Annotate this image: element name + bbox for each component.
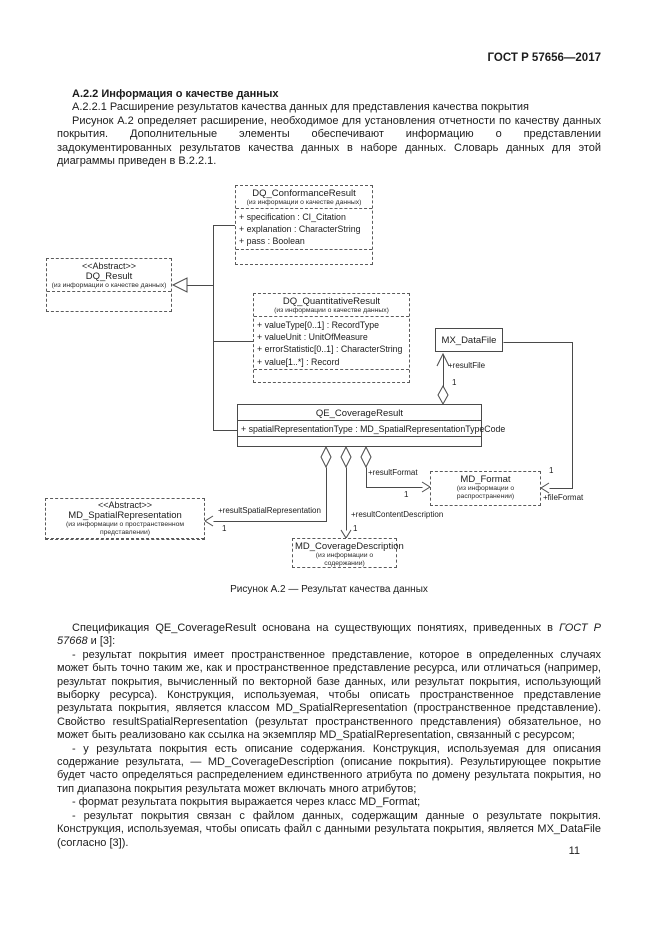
aggregation-diamond-icon: [360, 445, 372, 469]
running-header: ГОСТ Р 57656—2017: [487, 52, 601, 64]
class-attribute: + pass : Boolean: [239, 236, 305, 247]
class-origin: (из информации о качестве данных): [274, 307, 389, 314]
role-label-fileformat: +fileFormat: [543, 493, 584, 502]
class-origin: (из информации о: [456, 485, 515, 492]
class-attribute: + spatialRepresentationType : MD_Spatial…: [241, 424, 506, 434]
body-paragraph: - у результата покрытия есть описание со…: [57, 742, 601, 795]
class-origin: (из информации о содержании): [315, 552, 374, 567]
class-attribute: + errorStatistic[0..1] : CharacterString: [257, 344, 403, 355]
resultspatial-line: [213, 467, 327, 522]
class-stereotype: <<Abstract>>: [97, 500, 153, 510]
multiplicity-label: 1: [452, 378, 457, 387]
class-title: DQ_ConformanceResult: [252, 188, 356, 199]
class-title: MD_CoverageDescription: [295, 541, 404, 552]
class-origin: (из информации о качестве данных): [246, 199, 362, 206]
arrow-down-icon: [340, 529, 352, 539]
class-origin: (из информации о качестве данных): [51, 282, 167, 289]
class-title: MD_Format: [460, 474, 511, 485]
class-dq-result: <<Abstract>> DQ_Result (из информации о …: [46, 258, 172, 312]
body-paragraph: - формат результата покрытия выражается …: [72, 796, 421, 809]
class-attribute: + valueUnit : UnitOfMeasure: [257, 332, 368, 343]
multiplicity-label: 1: [404, 490, 409, 499]
class-title: DQ_Result: [85, 271, 133, 282]
fileformat-line: [503, 342, 573, 489]
class-attribute: + explanation : CharacterString: [239, 224, 361, 235]
class-title: MD_SpatialRepresentation: [68, 510, 182, 521]
multiplicity-label: 1: [353, 524, 358, 533]
arrow-up-icon: [436, 352, 450, 367]
class-attribute: + valueType[0..1] : RecordType: [257, 320, 380, 330]
class-attribute: + value[1..*] : Record: [257, 356, 340, 367]
aggregation-diamond-icon: [437, 384, 449, 406]
body-paragraph: Спецификация QE_CoverageResult основана …: [57, 622, 601, 649]
intro-section: А.2.2 Информация о качестве данных А.2.2…: [57, 88, 601, 168]
class-dq-quantitativeresult: DQ_QuantitativeResult (из информации о к…: [253, 293, 410, 383]
body-text: Спецификация QE_CoverageResult основана …: [72, 622, 560, 634]
aggregation-diamond-icon: [340, 445, 352, 469]
standard-reference: ГОСТ Р 57668: [57, 622, 601, 648]
class-title: MX_DataFile: [441, 334, 497, 346]
body-paragraph: - результат покрытия связан с файлом дан…: [57, 809, 601, 849]
class-mx-datafile: MX_DataFile: [435, 328, 503, 352]
arrow-right-icon: [421, 481, 431, 493]
arrow-left-icon: [204, 515, 214, 527]
body-text: и [3]:: [87, 635, 116, 648]
class-origin: распространении): [456, 493, 515, 500]
aggregation-diamond-icon: [320, 445, 332, 469]
arrow-left-icon: [540, 482, 550, 494]
uml-diagram-figure: DQ_ConformanceResult (из информации о ка…: [0, 180, 661, 582]
multiplicity-label: 1: [549, 466, 554, 475]
generalization-arrow-icon: [171, 277, 188, 293]
role-label-resultfile: +resultFile: [448, 361, 486, 370]
class-attribute: + specification : CI_Citation: [239, 212, 346, 222]
figure-caption: Рисунок А.2 — Результат качества данных: [230, 584, 428, 595]
class-origin: представлении): [99, 529, 151, 536]
resultformat-line: [366, 467, 423, 488]
class-md-format: MD_Format (из информации о распространен…: [430, 471, 541, 506]
body-section: Спецификация QE_CoverageResult основана …: [57, 622, 601, 850]
generalization-line: [213, 225, 238, 431]
section-heading: А.2.2 Информация о качестве данных: [72, 88, 279, 100]
subsection-heading: А.2.2.1 Расширение результатов качества …: [72, 101, 530, 114]
class-stereotype: <<Abstract>>: [81, 261, 137, 271]
class-dq-conformanceresult: DQ_ConformanceResult (из информации о ка…: [235, 185, 373, 265]
multiplicity-label: 1: [222, 524, 227, 533]
role-label-resultcontentdescription: +resultContentDescription: [351, 510, 444, 519]
class-md-spatialrepresentation: <<Abstract>> MD_SpatialRepresentation (и…: [45, 498, 205, 540]
class-qe-coverageresult: QE_CoverageResult + spatialRepresentatio…: [237, 404, 506, 447]
class-origin: (из информации о пространственном: [65, 521, 185, 528]
diagram-connectors: [171, 225, 573, 539]
role-label-resultformat: +resultFormat: [368, 468, 418, 477]
role-label-resultspatialrepresentation: +resultSpatialRepresentation: [218, 506, 321, 515]
page-number: 11: [568, 845, 580, 857]
intro-paragraph: Рисунок А.2 определяет расширение, необх…: [57, 114, 601, 168]
class-title: QE_CoverageResult: [315, 408, 404, 419]
body-paragraph: - результат покрытия имеет пространствен…: [57, 648, 601, 742]
class-md-coveragedescription: MD_CoverageDescription (из информации о …: [292, 538, 404, 568]
class-title: DQ_QuantitativeResult: [282, 296, 381, 307]
